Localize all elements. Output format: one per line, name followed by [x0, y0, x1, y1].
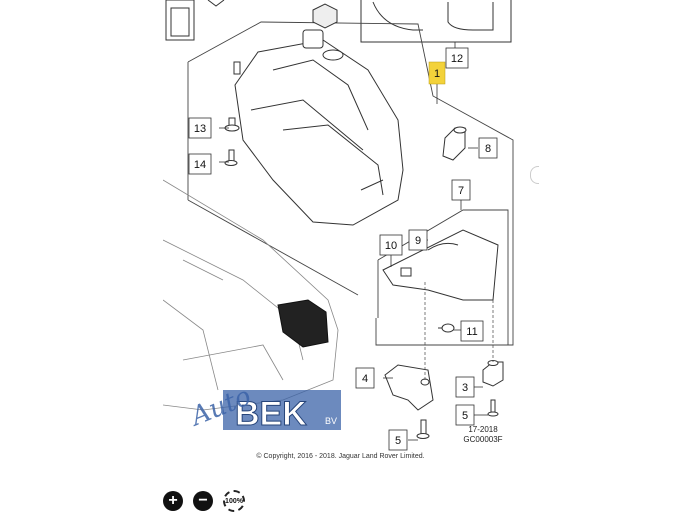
- svg-text:5: 5: [462, 410, 468, 422]
- zoom-out-button[interactable]: −: [193, 491, 213, 511]
- cap-part-8: [442, 126, 467, 161]
- bolt-14: [224, 149, 238, 166]
- top-cropped-parts: [165, 0, 512, 43]
- reservoir-location-marker: [277, 299, 329, 348]
- svg-text:4: 4: [362, 373, 368, 385]
- mount-3: [482, 360, 504, 387]
- callout-8[interactable]: 8: [478, 137, 498, 159]
- callout-1[interactable]: 1: [428, 61, 446, 85]
- svg-text:BEK: BEK: [235, 395, 307, 433]
- svg-text:8: 8: [485, 143, 491, 155]
- callout-12[interactable]: 12: [445, 47, 469, 69]
- drawing-date: 17-2018: [468, 425, 498, 434]
- callout-3[interactable]: 3: [455, 376, 475, 398]
- svg-text:1: 1: [434, 68, 440, 80]
- side-panel-handle[interactable]: [530, 166, 539, 184]
- svg-text:11: 11: [466, 326, 477, 338]
- bolt-11: [438, 323, 455, 333]
- zoom-in-button[interactable]: +: [163, 491, 183, 511]
- svg-text:13: 13: [194, 123, 206, 135]
- svg-text:BV: BV: [325, 416, 337, 426]
- callout-11[interactable]: 11: [460, 320, 484, 342]
- callout-5-right[interactable]: 5: [455, 404, 475, 426]
- drawing-code: GC00003F: [463, 435, 502, 444]
- svg-text:5: 5: [395, 435, 401, 447]
- mount-bracket-4: [384, 364, 434, 411]
- zoom-toolbar: + − 100%: [163, 490, 245, 512]
- bolt-5-right: [487, 399, 499, 417]
- callout-7[interactable]: 7: [451, 179, 471, 201]
- bolt-5-lower: [416, 419, 430, 439]
- callout-14[interactable]: 14: [188, 153, 212, 175]
- svg-text:12: 12: [451, 53, 463, 65]
- watermark-logo: BEK BV Auto: [185, 381, 341, 434]
- callout-5-lower[interactable]: 5: [388, 429, 408, 451]
- svg-text:7: 7: [458, 185, 464, 197]
- reset-zoom-button[interactable]: 100%: [223, 490, 245, 512]
- callout-13[interactable]: 13: [188, 117, 212, 139]
- callout-4[interactable]: 4: [355, 367, 375, 389]
- svg-text:3: 3: [462, 382, 468, 394]
- exploded-parts-diagram: 1 12 13 14 8 7 9 10: [163, 0, 514, 451]
- callout-9[interactable]: 9: [408, 229, 428, 251]
- assembly-outline: [187, 21, 514, 346]
- svg-text:10: 10: [385, 240, 397, 252]
- callout-10[interactable]: 10: [379, 234, 403, 256]
- svg-text:9: 9: [415, 235, 421, 247]
- svg-text:14: 14: [194, 159, 206, 171]
- copyright-notice: © Copyright, 2016 - 2018. Jaguar Land Ro…: [256, 453, 425, 460]
- reservoir-tank: [234, 3, 404, 226]
- bolt-13: [224, 61, 241, 132]
- bracket-plate: [382, 229, 499, 301]
